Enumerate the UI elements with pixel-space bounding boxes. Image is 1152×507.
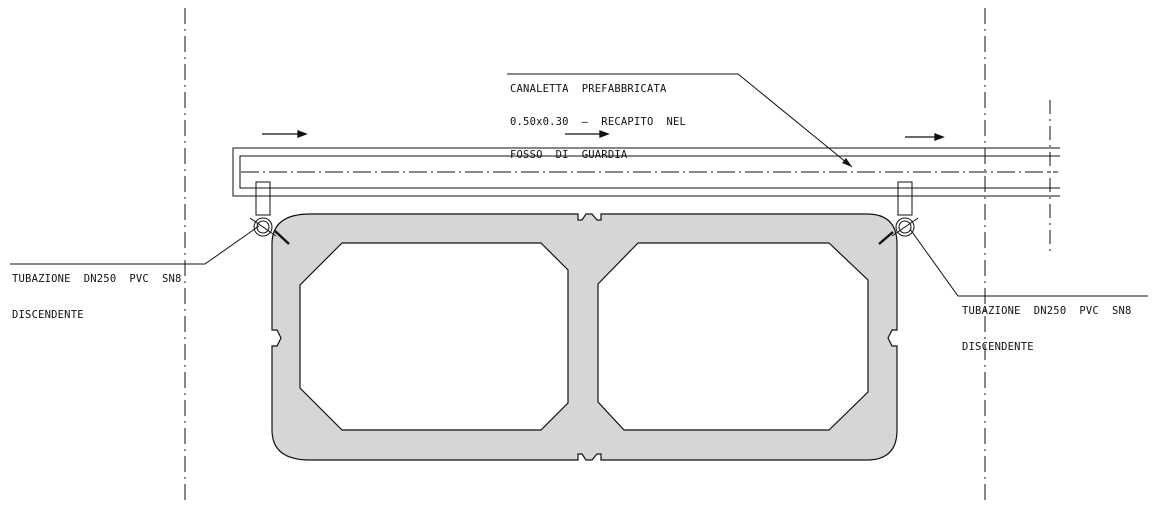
channel-label-line-1: CANALETTA PREFABBRICATA [510, 83, 667, 95]
flow-arrows [262, 130, 945, 141]
pipe-left-label: TUBAZIONE DN250 PVC SN8 DISCENDENTE [12, 252, 182, 332]
pipe-right-label: TUBAZIONE DN250 PVC SN8 DISCENDENTE [962, 284, 1132, 364]
downpipe-left [249, 181, 290, 245]
pipe-left-label-line-1: TUBAZIONE DN250 PVC SN8 [12, 273, 182, 285]
channel-label-line-2: 0.50x0.30 – RECAPITO NEL [510, 116, 687, 128]
downpipe-right [878, 181, 919, 245]
pipe-left-leader [10, 225, 260, 265]
pipe-left-label-line-2: DISCENDENTE [12, 309, 84, 321]
pipe-right-label-line-1: TUBAZIONE DN250 PVC SN8 [962, 305, 1132, 317]
channel-label: CANALETTA PREFABBRICATA 0.50x0.30 – RECA… [510, 62, 686, 172]
channel-leader [507, 73, 853, 168]
leader-lines [10, 73, 1148, 297]
culvert-outer-shell [271, 213, 898, 461]
channel-label-line-3: FOSSO DI GUARDIA [510, 149, 628, 161]
pipe-right-leader [909, 228, 1148, 297]
box-culvert [271, 213, 898, 461]
prefabricated-channel [232, 147, 1060, 197]
pipe-right-label-line-2: DISCENDENTE [962, 341, 1034, 353]
